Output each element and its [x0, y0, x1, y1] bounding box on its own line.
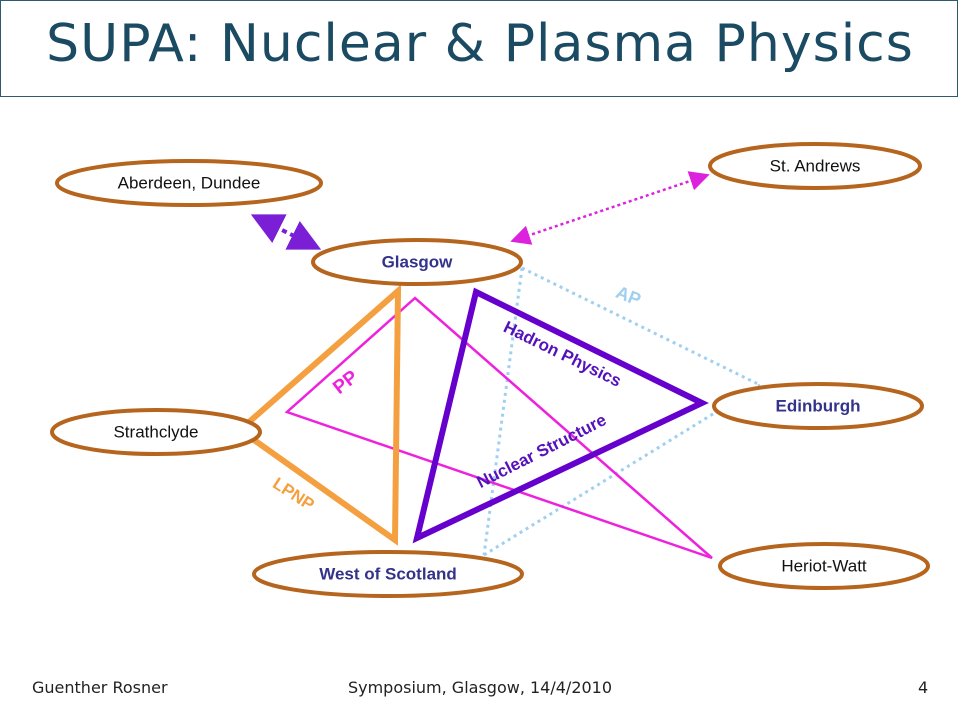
node-label: Strathclyde	[113, 422, 198, 441]
node-glasgow: Glasgow	[311, 238, 523, 286]
ap-label: AP	[613, 282, 644, 310]
node-label: Glasgow	[382, 252, 454, 271]
node-westscotland: West of Scotland	[252, 550, 524, 598]
hadron-triangle	[412, 287, 709, 544]
node-edinburgh: Edinburgh	[712, 382, 924, 430]
node-label: Heriot-Watt	[781, 556, 867, 575]
slide-title: SUPA: Nuclear & Plasma Physics	[46, 14, 914, 74]
node-label: Aberdeen, Dundee	[118, 173, 261, 192]
pp-triangle	[284, 296, 713, 560]
node-label: Edinburgh	[776, 396, 861, 415]
footer-author: Guenther Rosner	[32, 678, 168, 697]
title-box	[0, 0, 958, 97]
glasgow-standrews-link	[510, 171, 710, 245]
aberdeen-glasgow-link	[250, 214, 322, 250]
footer-event: Symposium, Glasgow, 14/4/2010	[347, 678, 613, 697]
node-label: West of Scotland	[319, 564, 457, 583]
footer-page-number: 4	[918, 678, 929, 697]
node-heriotwatt: Heriot-Watt	[718, 542, 930, 590]
node-label: St. Andrews	[770, 156, 861, 175]
lpnp-triangle	[235, 284, 402, 546]
node-strathclyde: Strathclyde	[50, 408, 262, 456]
node-aberdeen: Aberdeen, Dundee	[55, 159, 323, 207]
ap-links	[482, 266, 761, 557]
node-standrews: St. Andrews	[708, 142, 922, 190]
